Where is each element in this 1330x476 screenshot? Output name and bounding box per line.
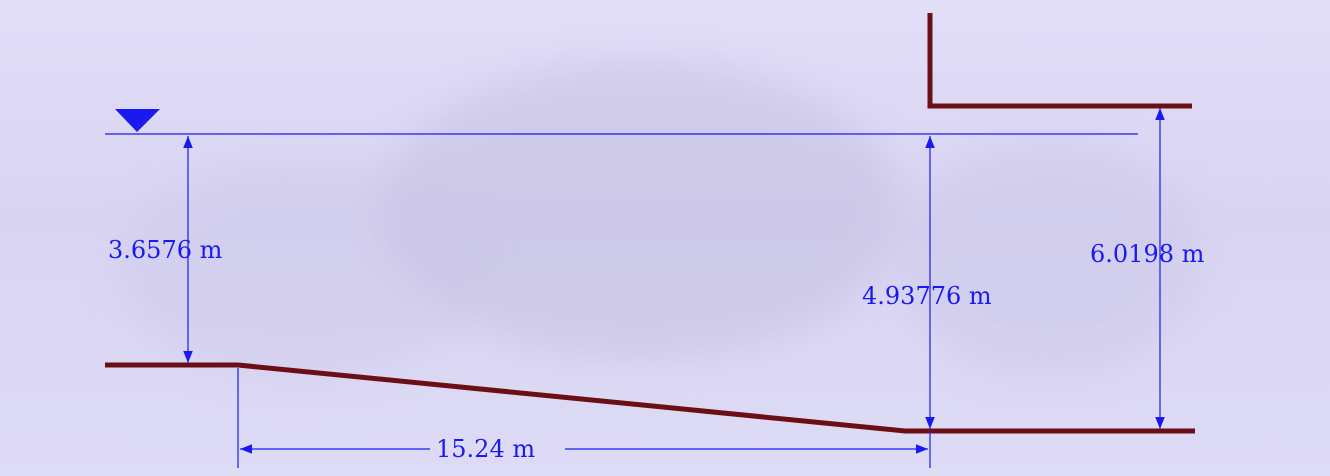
upstream-depth-label: 3.6576 m: [108, 236, 223, 264]
background-photo-shape: [120, 160, 480, 380]
downstream-wall-line: [927, 13, 1192, 109]
water-surface-icon: [115, 109, 160, 132]
transition-length-label: 15.24 m: [436, 435, 535, 463]
background-photo-shape: [900, 140, 1200, 380]
drop-depth-label: 4.93776 m: [862, 282, 992, 310]
channel-bed-line: [105, 362, 1195, 434]
background-photo-shape: [380, 60, 900, 360]
downstream-height-label: 6.0198 m: [1090, 240, 1205, 268]
